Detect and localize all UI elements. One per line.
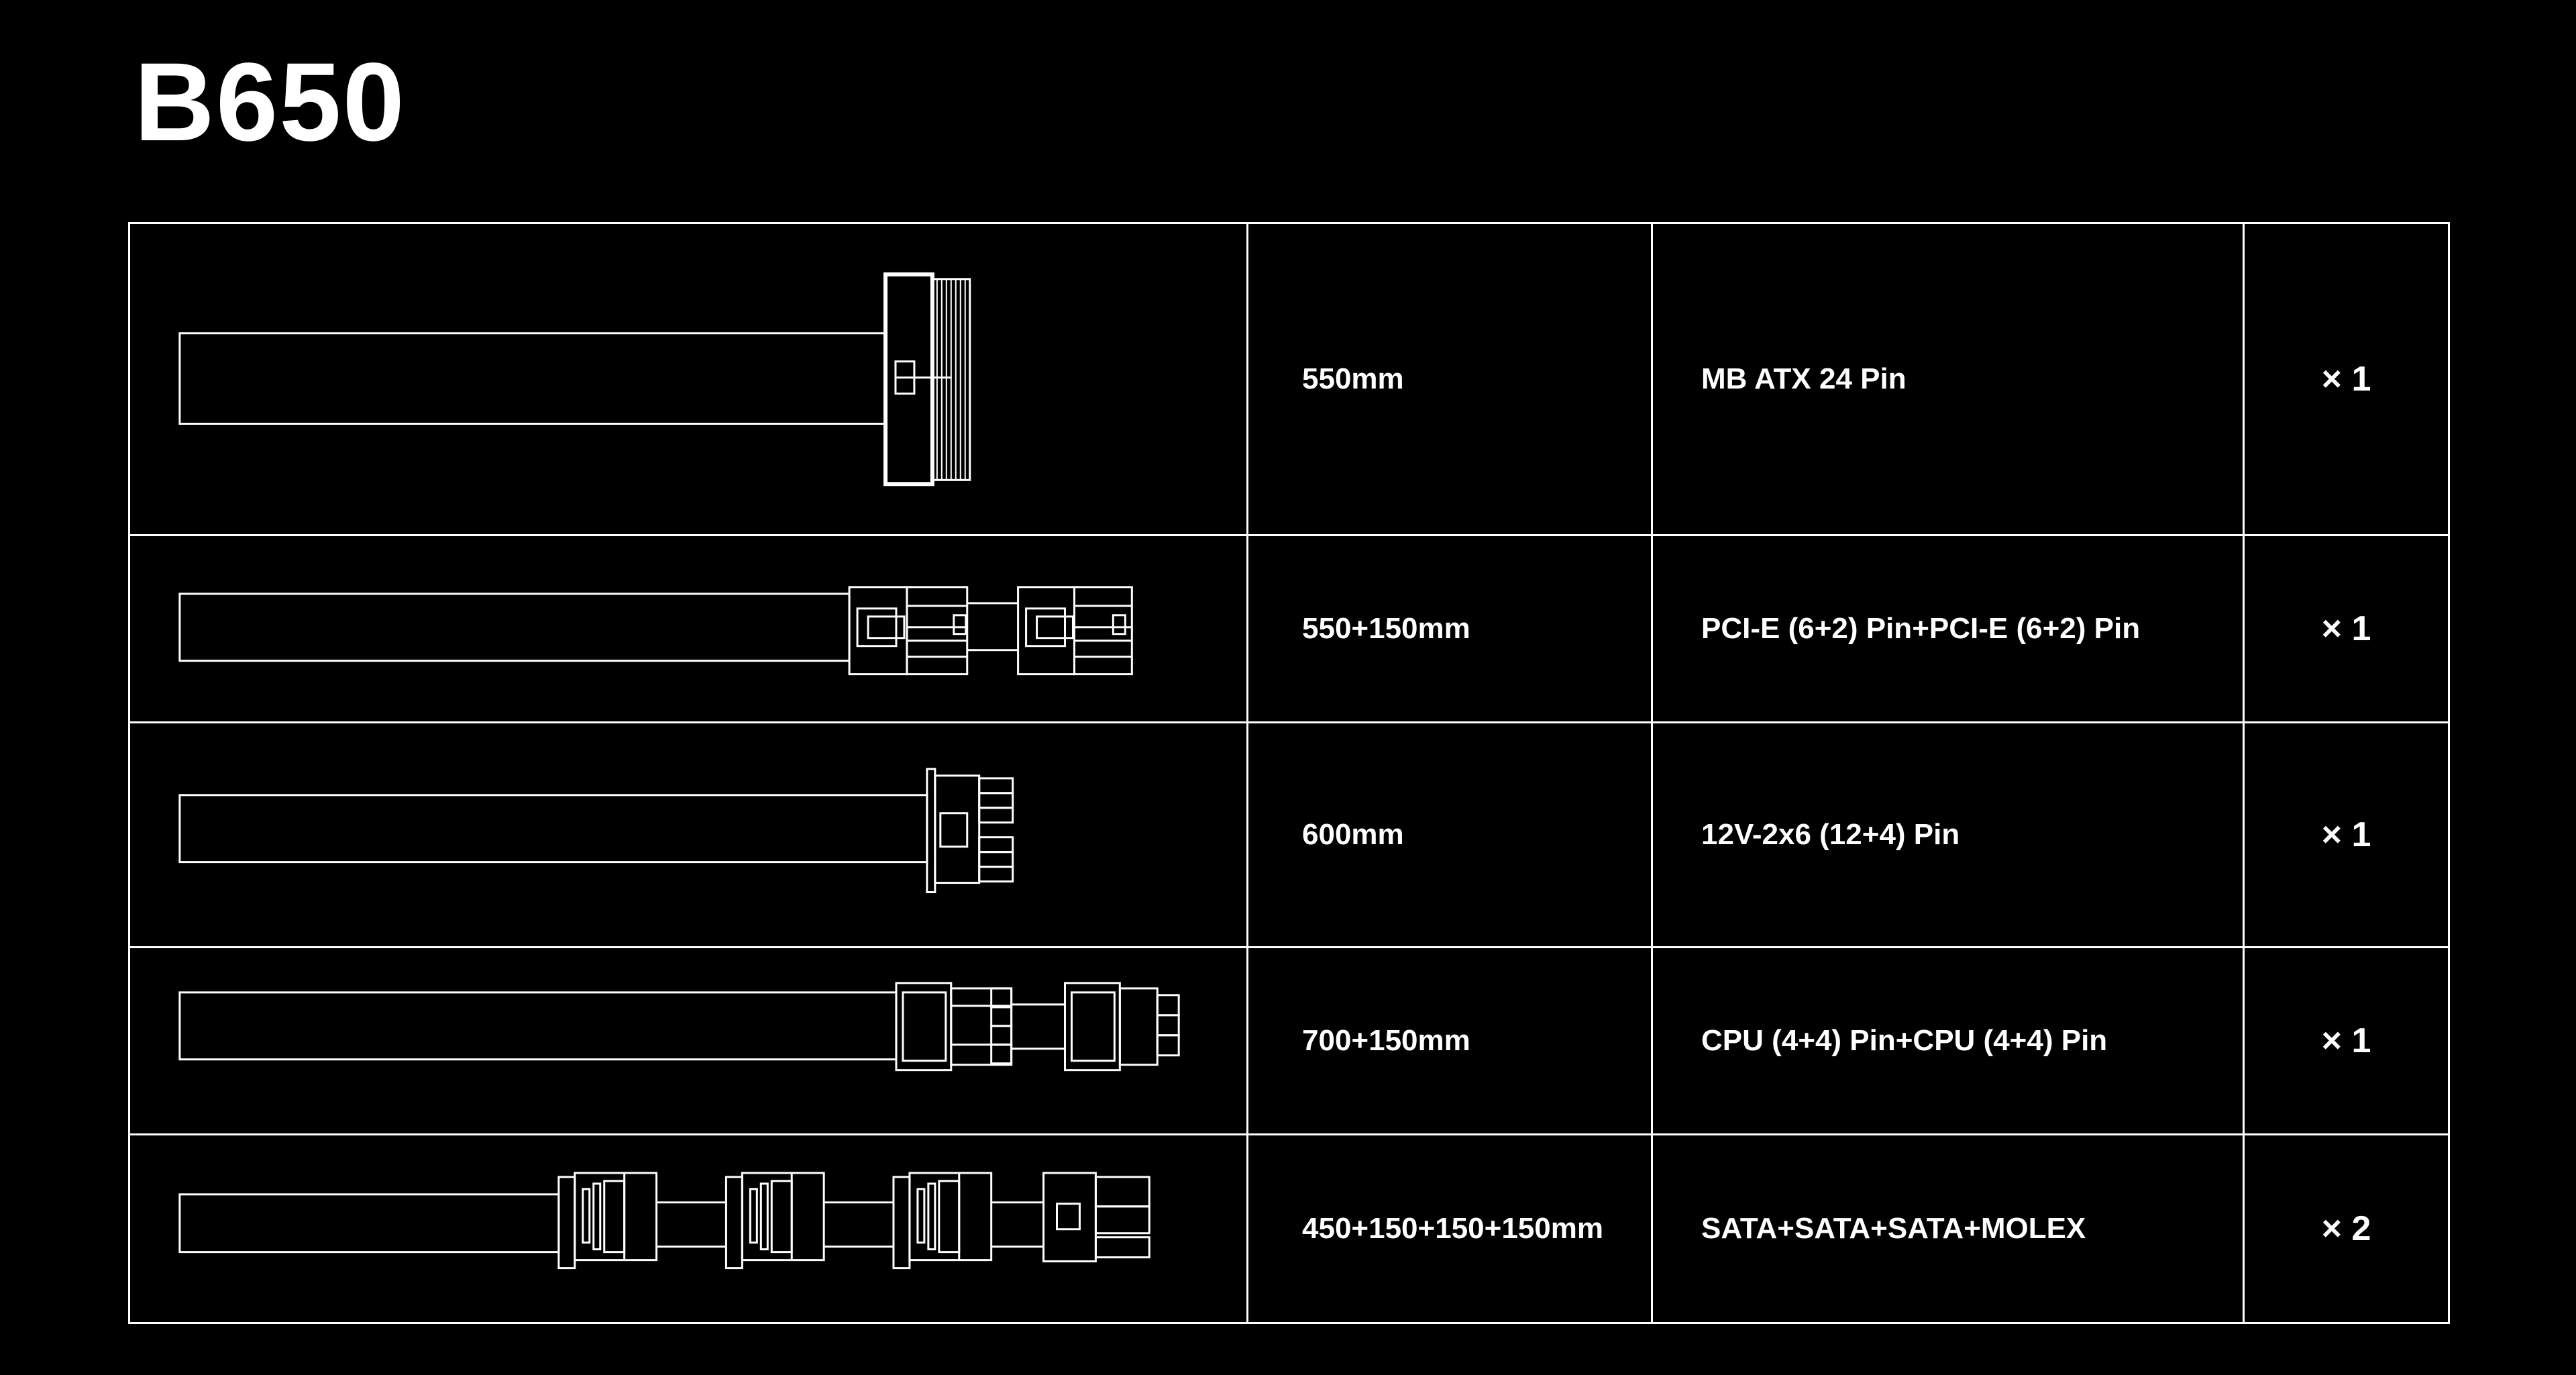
quantity-cell: × 2 [2243, 1133, 2450, 1325]
cable-length-cell: 600mm [1246, 721, 1653, 949]
connector-type: SATA+SATA+SATA+MOLEX [1701, 1211, 2086, 1245]
cable-length: 550mm [1302, 362, 1404, 396]
atx-24pin-cable-icon [178, 272, 971, 487]
connector-type-cell: MB ATX 24 Pin [1651, 221, 2245, 537]
sata-molex-cable-icon [178, 1171, 1150, 1269]
quantity-cell: × 1 [2243, 946, 2450, 1135]
table-row: 550+150mm PCI-E (6+2) Pin+PCI-E (6+2) Pi… [128, 534, 2450, 723]
quantity-cell: × 1 [2243, 721, 2450, 949]
connector-type-cell: CPU (4+4) Pin+CPU (4+4) Pin [1651, 946, 2245, 1135]
connector-type: CPU (4+4) Pin+CPU (4+4) Pin [1701, 1023, 2108, 1057]
page-title: B650 [134, 40, 406, 164]
table-row: 600mm 12V-2x6 (12+4) Pin × 1 [128, 721, 2450, 949]
quantity-cell: × 1 [2243, 534, 2450, 723]
connector-type: MB ATX 24 Pin [1701, 362, 1907, 396]
cable-length-cell: 550mm [1246, 221, 1653, 537]
cable-length-cell: 700+150mm [1246, 946, 1653, 1135]
connector-type: 12V-2x6 (12+4) Pin [1701, 817, 1960, 851]
cable-length: 700+150mm [1302, 1023, 1470, 1057]
cable-length-cell: 450+150+150+150mm [1246, 1133, 1653, 1325]
cable-length: 600mm [1302, 817, 1404, 851]
connector-type-cell: SATA+SATA+SATA+MOLEX [1651, 1133, 2245, 1325]
pcie-6plus2-cable-icon [178, 586, 1133, 676]
connector-type: PCI-E (6+2) Pin+PCI-E (6+2) Pin [1701, 611, 2141, 645]
cable-spec-table: 550mm MB ATX 24 Pin × 1 [128, 221, 2450, 1325]
cable-image-cell [128, 721, 1248, 949]
cable-image-cell [128, 221, 1248, 537]
cable-length: 450+150+150+150mm [1302, 1211, 1603, 1245]
cable-image-cell [128, 534, 1248, 723]
cable-length-cell: 550+150mm [1246, 534, 1653, 723]
quantity-cell: × 1 [2243, 221, 2450, 537]
cable-image-cell [128, 1133, 1248, 1325]
cpu-4plus4-cable-icon [178, 982, 1180, 1072]
quantity: × 1 [2321, 1021, 2371, 1060]
quantity: × 1 [2321, 360, 2371, 399]
cable-image-cell [128, 946, 1248, 1135]
quantity: × 2 [2321, 1209, 2371, 1248]
12v-2x6-cable-icon [178, 768, 1014, 893]
quantity: × 1 [2321, 815, 2371, 854]
table-row: 450+150+150+150mm SATA+SATA+SATA+MOLEX ×… [128, 1133, 2450, 1325]
connector-type-cell: PCI-E (6+2) Pin+PCI-E (6+2) Pin [1651, 534, 2245, 723]
table-row: 700+150mm CPU (4+4) Pin+CPU (4+4) Pin × … [128, 946, 2450, 1135]
cable-length: 550+150mm [1302, 611, 1470, 645]
table-row: 550mm MB ATX 24 Pin × 1 [128, 221, 2450, 537]
quantity: × 1 [2321, 609, 2371, 648]
connector-type-cell: 12V-2x6 (12+4) Pin [1651, 721, 2245, 949]
